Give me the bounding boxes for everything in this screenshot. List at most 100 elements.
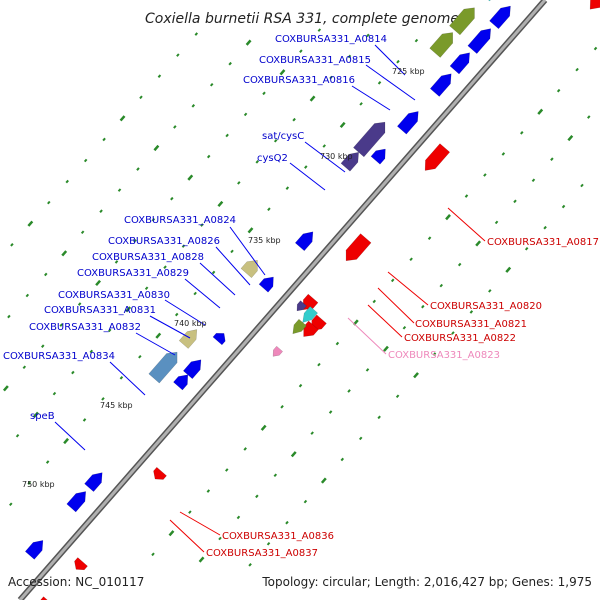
track-tick <box>71 370 75 375</box>
gene-label-a0824[interactable]: COXBURSA331_A0824 <box>124 215 236 226</box>
track-tick <box>243 447 247 451</box>
gene-feature-olive <box>429 32 453 58</box>
track-tick <box>206 154 211 159</box>
forward-gene-arrow <box>66 491 87 513</box>
track-tick <box>262 91 266 96</box>
track-tick <box>206 489 211 493</box>
track-tick <box>445 214 451 221</box>
track-tick <box>41 344 45 348</box>
track-tick <box>200 223 204 227</box>
gene-label-a0821[interactable]: COXBURSA331_A0821 <box>415 319 527 330</box>
forward-gene-arrow <box>84 472 103 492</box>
gene-label-a0829[interactable]: COXBURSA331_A0829 <box>77 268 189 279</box>
gene-label-a0822[interactable]: COXBURSA331_A0822 <box>404 333 516 344</box>
gene-label-a0831[interactable]: COXBURSA331_A0831 <box>44 305 156 316</box>
track-tick <box>22 365 27 370</box>
track-tick <box>488 289 492 293</box>
track-tick <box>340 457 345 462</box>
track-tick <box>520 131 524 135</box>
track-tick <box>413 372 419 379</box>
track-tick <box>65 179 69 184</box>
forward-gene-arrow <box>24 540 44 560</box>
track-tick <box>248 563 252 567</box>
track-tick <box>218 536 222 541</box>
track-tick <box>243 112 248 117</box>
track-tick <box>191 104 196 108</box>
leader-line-reverse <box>169 519 205 553</box>
reverse-gene-arrow <box>74 557 88 571</box>
gene-label-a0837[interactable]: COXBURSA331_A0837 <box>206 548 318 559</box>
track-tick <box>402 325 407 330</box>
track-tick <box>457 262 462 267</box>
track-tick <box>7 314 11 319</box>
track-tick <box>163 265 167 269</box>
track-tick <box>114 260 119 264</box>
kbp-label-740: 740 kbp <box>174 319 207 328</box>
track-tick <box>77 302 82 306</box>
track-tick <box>155 332 162 339</box>
leader-line-forward <box>109 361 146 396</box>
track-tick <box>290 451 297 458</box>
leader-line-forward <box>289 162 326 191</box>
leader-line-forward <box>374 44 406 76</box>
leader-line-forward <box>365 64 416 101</box>
track-tick <box>236 515 241 520</box>
track-tick <box>347 389 351 393</box>
track-tick <box>211 270 216 275</box>
track-tick <box>255 160 259 164</box>
gene-label-a0817[interactable]: COXBURSA331_A0817 <box>487 237 599 248</box>
track-tick <box>339 121 346 129</box>
track-tick <box>531 178 536 183</box>
track-tick <box>513 199 517 204</box>
gene-label-sat-cysc[interactable]: sat/cysC <box>262 131 304 142</box>
track-tick <box>2 385 9 392</box>
leader-line-forward <box>164 299 206 326</box>
gene-feature-cyan <box>302 306 318 323</box>
gene-label-a0823[interactable]: COXBURSA331_A0823 <box>388 350 500 361</box>
gene-label-speb[interactable]: speB <box>30 411 55 422</box>
gene-label-a0826[interactable]: COXBURSA331_A0826 <box>108 236 220 247</box>
track-tick <box>225 133 229 138</box>
track-tick <box>133 239 137 243</box>
forward-gene-arrow <box>370 148 386 165</box>
track-tick <box>117 188 122 192</box>
track-tick <box>119 376 124 380</box>
track-tick <box>575 67 579 72</box>
gene-label-a0836[interactable]: COXBURSA331_A0836 <box>222 531 334 542</box>
track-tick <box>108 328 112 333</box>
forward-gene-arrow <box>182 359 202 380</box>
gene-label-a0815[interactable]: COXBURSA331_A0815 <box>259 55 371 66</box>
map-title: Coxiella burnetii RSA 331, complete geno… <box>145 11 459 27</box>
track-tick <box>501 152 506 156</box>
track-tick <box>317 28 322 32</box>
track-tick <box>299 49 303 53</box>
track-tick <box>266 541 271 546</box>
gene-label-a0834[interactable]: COXBURSA331_A0834 <box>3 351 115 362</box>
gene-label-a0830[interactable]: COXBURSA331_A0830 <box>58 290 170 301</box>
track-tick <box>237 181 241 185</box>
pseudo-gene-arrow <box>272 345 284 357</box>
track-tick <box>194 32 199 36</box>
track-tick <box>102 137 106 142</box>
track-tick <box>383 345 389 352</box>
track-tick <box>225 468 229 472</box>
gene-label-a0820[interactable]: COXBURSA331_A0820 <box>430 301 542 312</box>
track-tick <box>9 502 13 507</box>
leader-line-forward <box>54 421 86 451</box>
track-tick <box>285 520 289 525</box>
kbp-label-735: 735 kbp <box>248 236 281 245</box>
gene-label-a0832[interactable]: COXBURSA331_A0832 <box>29 322 141 333</box>
track-tick <box>101 397 105 401</box>
gene-feature-purple <box>296 300 307 312</box>
gene-label-a0828[interactable]: COXBURSA331_A0828 <box>92 252 204 263</box>
track-tick <box>45 460 50 464</box>
track-tick <box>469 310 474 314</box>
gene-label-a0814[interactable]: COXBURSA331_A0814 <box>275 34 387 45</box>
gene-label-a0816[interactable]: COXBURSA331_A0816 <box>243 75 355 86</box>
gene-label-cysq2[interactable]: cysQ2 <box>257 153 288 164</box>
track-tick <box>228 61 232 66</box>
gene-feature-cyan <box>488 0 491 2</box>
track-tick <box>377 415 381 420</box>
track-tick <box>317 362 321 367</box>
